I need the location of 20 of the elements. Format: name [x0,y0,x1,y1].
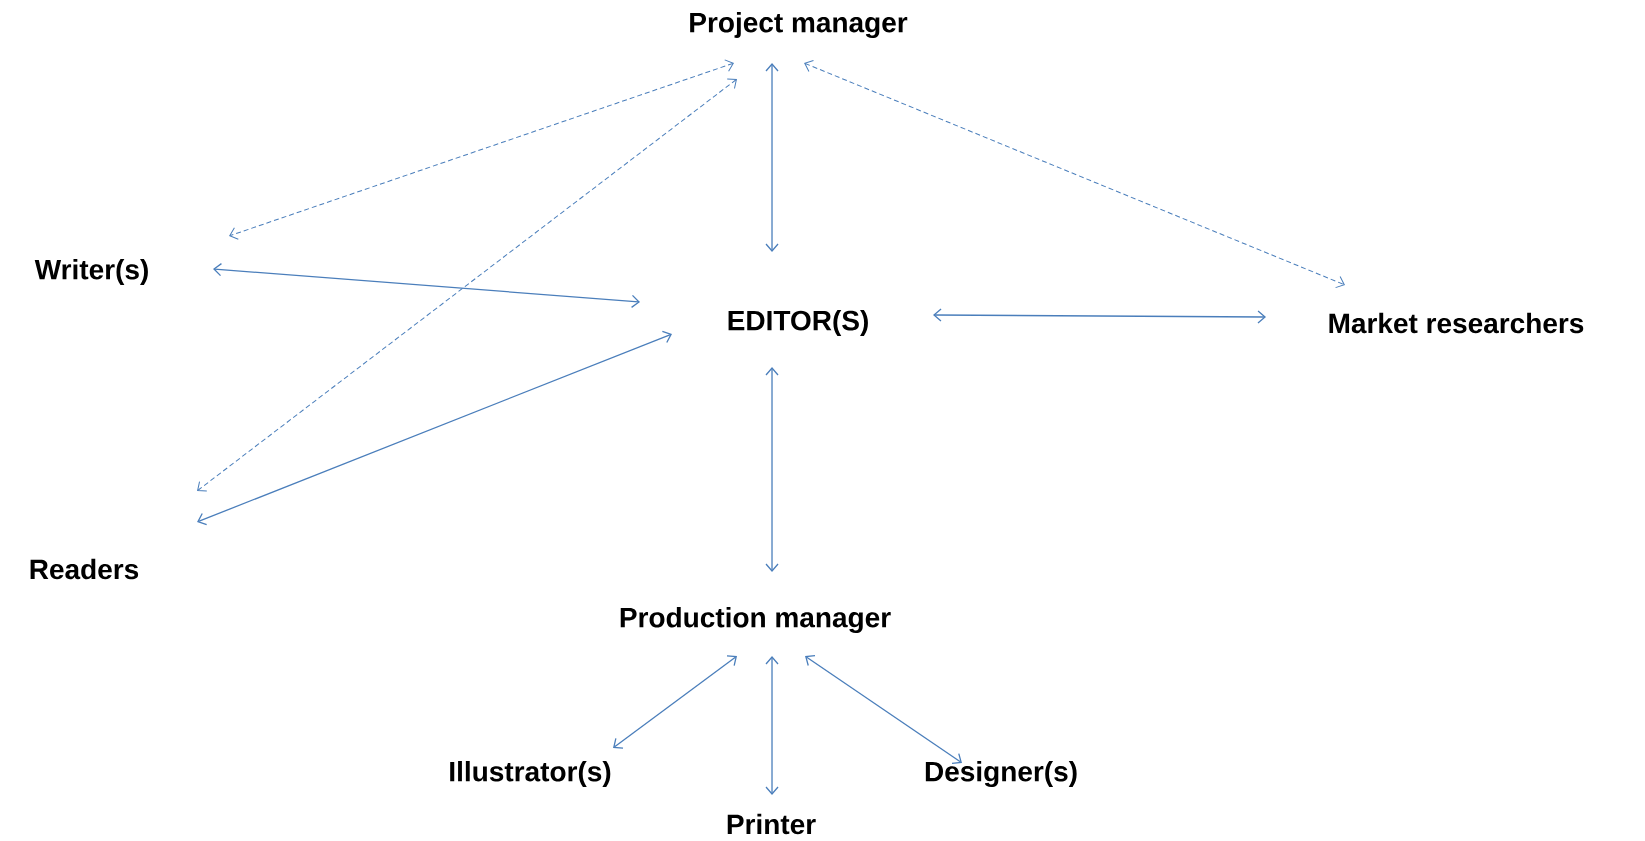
arrow [765,656,779,795]
arrow [229,59,734,240]
arrow [804,59,1345,289]
arrow [765,63,779,252]
role-label: Production manager [620,606,891,634]
role-label: EDITOR(S) [728,309,868,337]
arrow [197,78,737,492]
role-label: Writer(s) [34,258,148,286]
role-label: Market researchers [1329,312,1584,334]
role-label: Project manager [690,11,908,39]
arrow [613,655,737,749]
role-label: Printer [727,813,816,835]
role-label: Readers [30,558,139,580]
arrow [933,308,1266,324]
arrow [197,330,672,526]
arrow [805,654,962,765]
role-label: Designer(s) [925,760,1077,788]
arrow [765,367,779,572]
role-label: Illustrator(s) [450,760,611,788]
arrow [213,263,640,308]
